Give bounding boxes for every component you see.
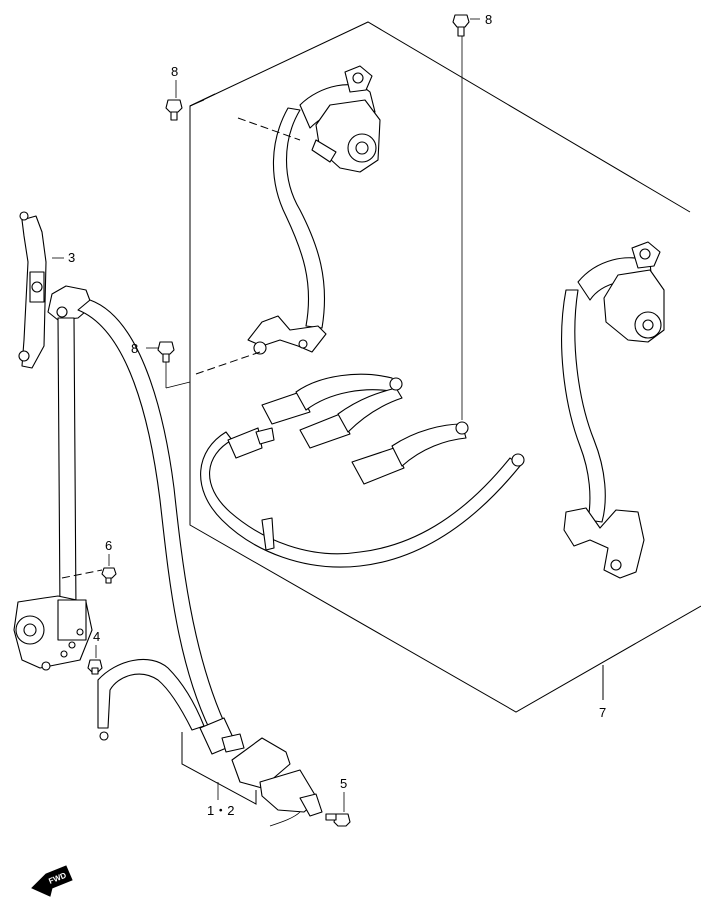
assembly-kit-outline [189, 21, 701, 713]
forward-arrow-icon: FWD [31, 865, 73, 897]
kit-leader-lines [165, 32, 463, 420]
callout-8-middle: 8 [131, 341, 138, 356]
bolt-5 [325, 792, 351, 827]
callout-7: 7 [599, 705, 606, 720]
callout-8-top: 8 [485, 12, 492, 27]
bolt-8-top [452, 14, 480, 37]
rear-buckles-and-lap-belt [200, 373, 525, 568]
bolt-6 [61, 554, 117, 584]
bolt-8-left [165, 80, 183, 121]
callout-4: 4 [93, 629, 100, 644]
callout-6: 6 [105, 538, 112, 553]
callout-1-2-bracket [52, 257, 257, 805]
callout-5: 5 [340, 776, 347, 791]
bolt-8-middle [146, 341, 175, 363]
rear-retractor-upper [247, 65, 381, 355]
bolt-4 [87, 645, 103, 675]
front-seat-belt-assembly [13, 211, 323, 827]
rear-retractor-right [561, 241, 665, 579]
callout-3: 3 [68, 250, 75, 265]
callout-8-left: 8 [171, 64, 178, 79]
callout-1-2: 1・2 [207, 803, 234, 818]
